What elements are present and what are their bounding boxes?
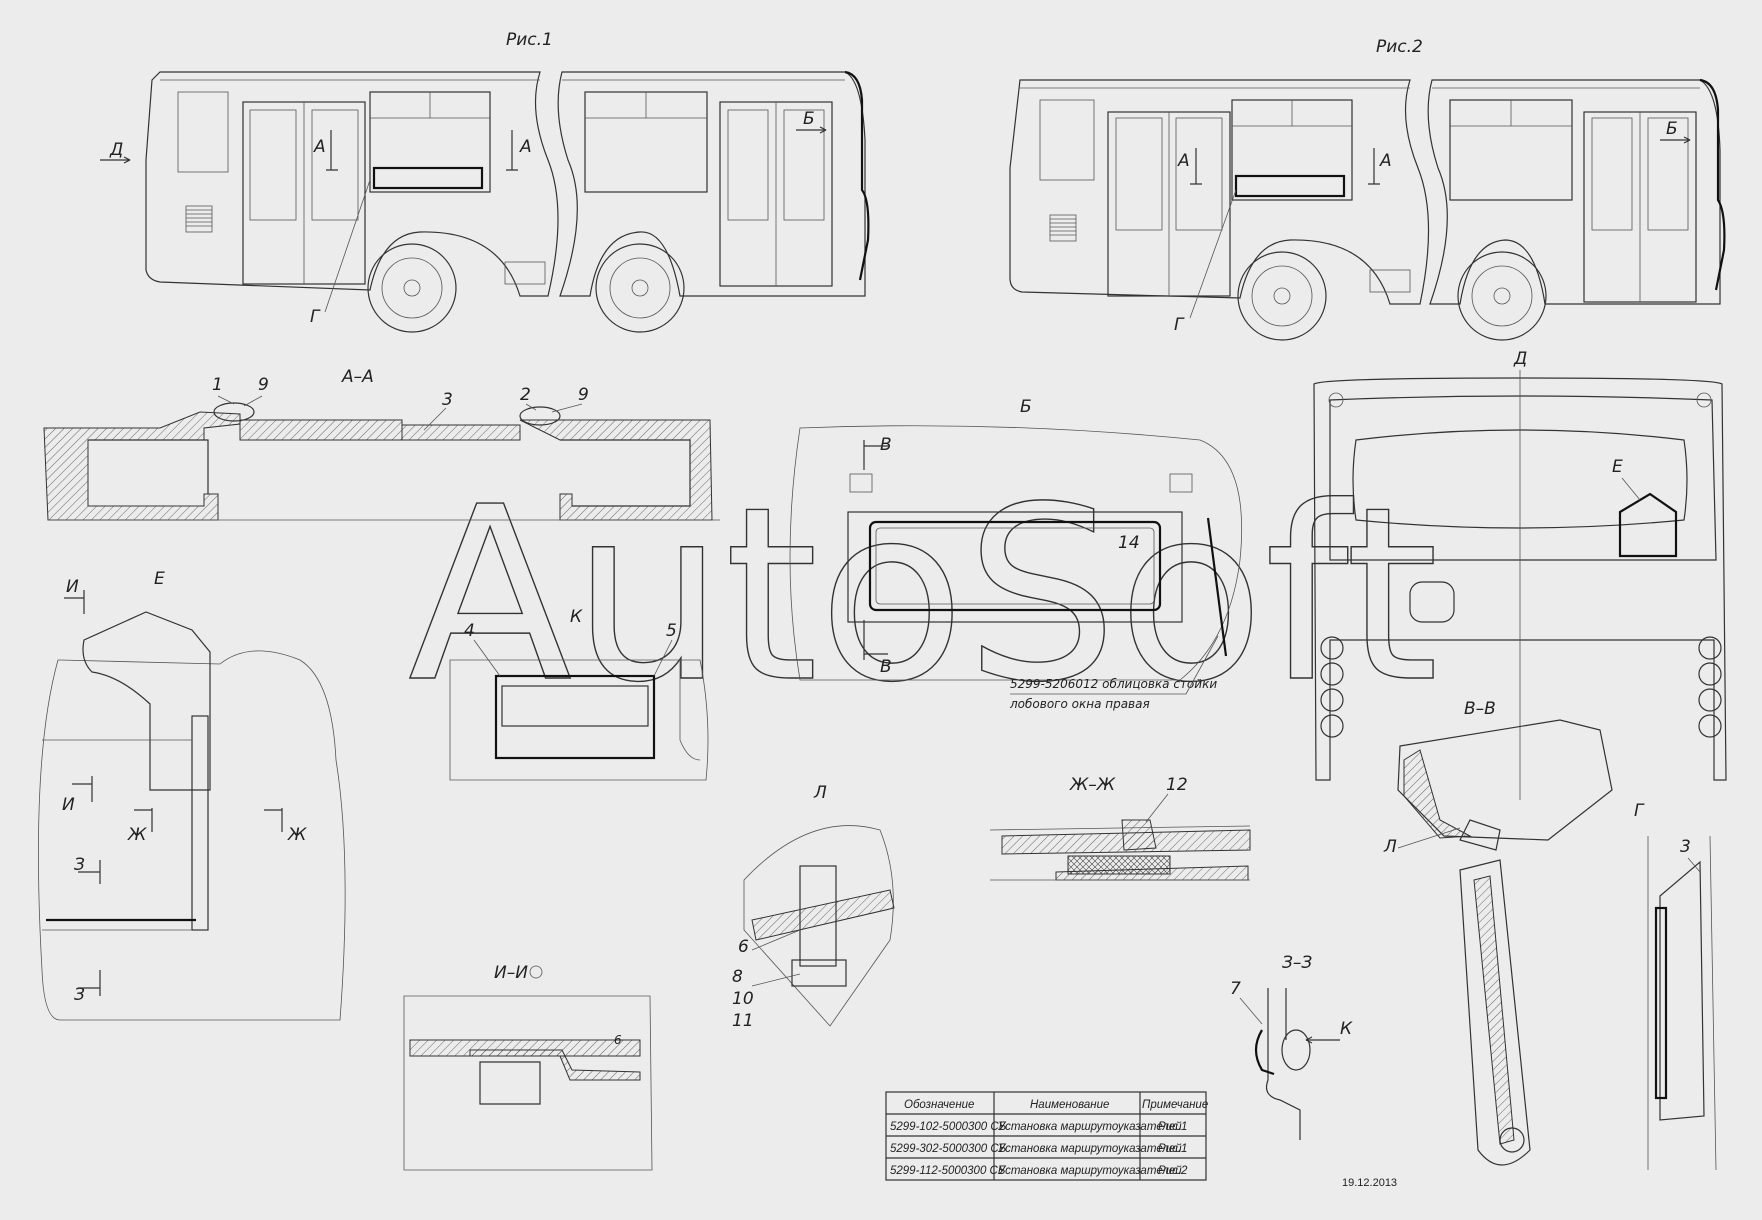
table-row-1-note: Рис.1 xyxy=(1158,1121,1187,1133)
table-header-name: Наименование xyxy=(1030,1099,1109,1111)
view-l: Л 6 8 10 11 xyxy=(732,783,895,1031)
view-g-title: Г xyxy=(1634,801,1645,821)
marker-k: К xyxy=(1340,1019,1353,1039)
fig2-title: Рис.2 xyxy=(1376,37,1423,57)
marker-z-mid: З xyxy=(74,855,85,875)
view-d-rear: Д Е xyxy=(1313,349,1727,800)
section-zh-zh-title: Ж–Ж xyxy=(1069,775,1116,795)
view-d-title: Д xyxy=(1513,349,1527,369)
view-b-title: Б xyxy=(1020,397,1032,417)
view-g: Г 3 xyxy=(1634,801,1717,1171)
view-l-title: Л xyxy=(813,783,827,803)
marker-d-fig1: Д xyxy=(109,140,123,160)
section-a-a: А–А 1 9 3 2 9 xyxy=(43,367,720,521)
table-row-3-name: Установка маршрутоуказателей xyxy=(997,1165,1182,1177)
callout-11: 10 xyxy=(732,989,754,1009)
section-i-i: И–И 6 xyxy=(403,963,653,1171)
callout-6-zh: 12 xyxy=(1166,775,1188,795)
marker-zh-right: Ж xyxy=(287,825,307,845)
callout-12: 11 xyxy=(732,1011,754,1031)
bus-side-view-fig2: Рис.2 А А Б Г xyxy=(1009,37,1726,341)
table-row-3-note: Рис.2 xyxy=(1158,1165,1188,1177)
watermark: AutoSoft xyxy=(408,455,1439,735)
marker-b-fig2: Б xyxy=(1666,119,1678,139)
section-a-a-title: А–А xyxy=(341,367,374,387)
marker-b-fig1: Б xyxy=(803,109,815,129)
section-z-z-title: З–З xyxy=(1282,953,1312,973)
marker-g-fig2: Г xyxy=(1174,315,1185,335)
fig1-title: Рис.1 xyxy=(506,30,553,50)
rear-lights-left xyxy=(1320,636,1344,738)
callout-9-right: 9 xyxy=(578,385,589,405)
marker-a-left-fig1: А xyxy=(313,137,326,157)
table-header-designation: Обозначение xyxy=(904,1099,974,1111)
drawing-date: 19.12.2013 xyxy=(1342,1177,1397,1189)
view-vv-title: В–В xyxy=(1464,699,1496,719)
marker-i-mid: И xyxy=(62,795,75,815)
callout-5: 5 xyxy=(666,621,677,641)
table-header-note: Примечание xyxy=(1142,1099,1208,1111)
callout-1: 1 xyxy=(212,375,223,395)
table-row-1-name: Установка маршрутоуказателей xyxy=(997,1121,1182,1133)
section-z-z: З–З 7 К xyxy=(1230,953,1353,1140)
callout-7: 7 xyxy=(1230,979,1241,999)
section-i-i-title: И–И xyxy=(494,963,528,983)
note-line-2: лобового окна правая xyxy=(1009,697,1150,711)
marker-a-left-fig2: А xyxy=(1177,151,1190,171)
note-line-1: 5299-5206012 облицовка стойки xyxy=(1010,677,1217,691)
view-e: Е И И Ж Ж З З xyxy=(38,569,346,1021)
spec-table: Обозначение Наименование Примечание 5299… xyxy=(885,1091,1208,1181)
view-k: К 4 5 xyxy=(449,607,709,781)
table-row-1-designation: 5299-102-5000300 СБ xyxy=(890,1121,1007,1133)
callout-3: 3 xyxy=(442,390,453,410)
callout-6-ii: 6 xyxy=(614,1033,622,1047)
callout-8: 6 xyxy=(738,937,749,957)
view-b: Б В В 14 5299-5206012 облицовка стойки л… xyxy=(789,397,1243,711)
view-v-v: В–В Л xyxy=(1383,699,1613,1166)
marker-g-fig1: Г xyxy=(310,307,321,327)
callout-9-left: 9 xyxy=(258,375,269,395)
rear-lights-right xyxy=(1698,636,1722,738)
marker-v-bottom: В xyxy=(880,657,892,677)
callout-14: 14 xyxy=(1118,533,1140,553)
callout-2: 2 xyxy=(520,385,531,405)
section-zh-zh: Ж–Ж 12 xyxy=(989,775,1251,881)
marker-l: Л xyxy=(1383,837,1397,857)
marker-z-bottom: З xyxy=(74,985,85,1005)
marker-i-top: И xyxy=(66,577,79,597)
table-row-2-note: Рис.1 xyxy=(1158,1143,1187,1155)
marker-v-top: В xyxy=(880,435,892,455)
marker-a-right-fig2: А xyxy=(1379,151,1392,171)
callout-4: 4 xyxy=(464,621,475,641)
callout-10: 8 xyxy=(732,967,743,987)
view-k-title: К xyxy=(570,607,583,627)
view-e-title: Е xyxy=(154,569,165,589)
bus-side-view-fig1: Рис.1 xyxy=(100,30,870,333)
marker-a-right-fig1: А xyxy=(519,137,532,157)
table-row-2-name: Установка маршрутоуказателей xyxy=(997,1143,1182,1155)
marker-zh-left: Ж xyxy=(127,825,147,845)
table-row-3-designation: 5299-112-5000300 СБ xyxy=(890,1165,1006,1177)
table-row-2-designation: 5299-302-5000300 СБ xyxy=(890,1143,1007,1155)
callout-3-g: 3 xyxy=(1680,837,1691,857)
marker-e: Е xyxy=(1612,457,1623,477)
